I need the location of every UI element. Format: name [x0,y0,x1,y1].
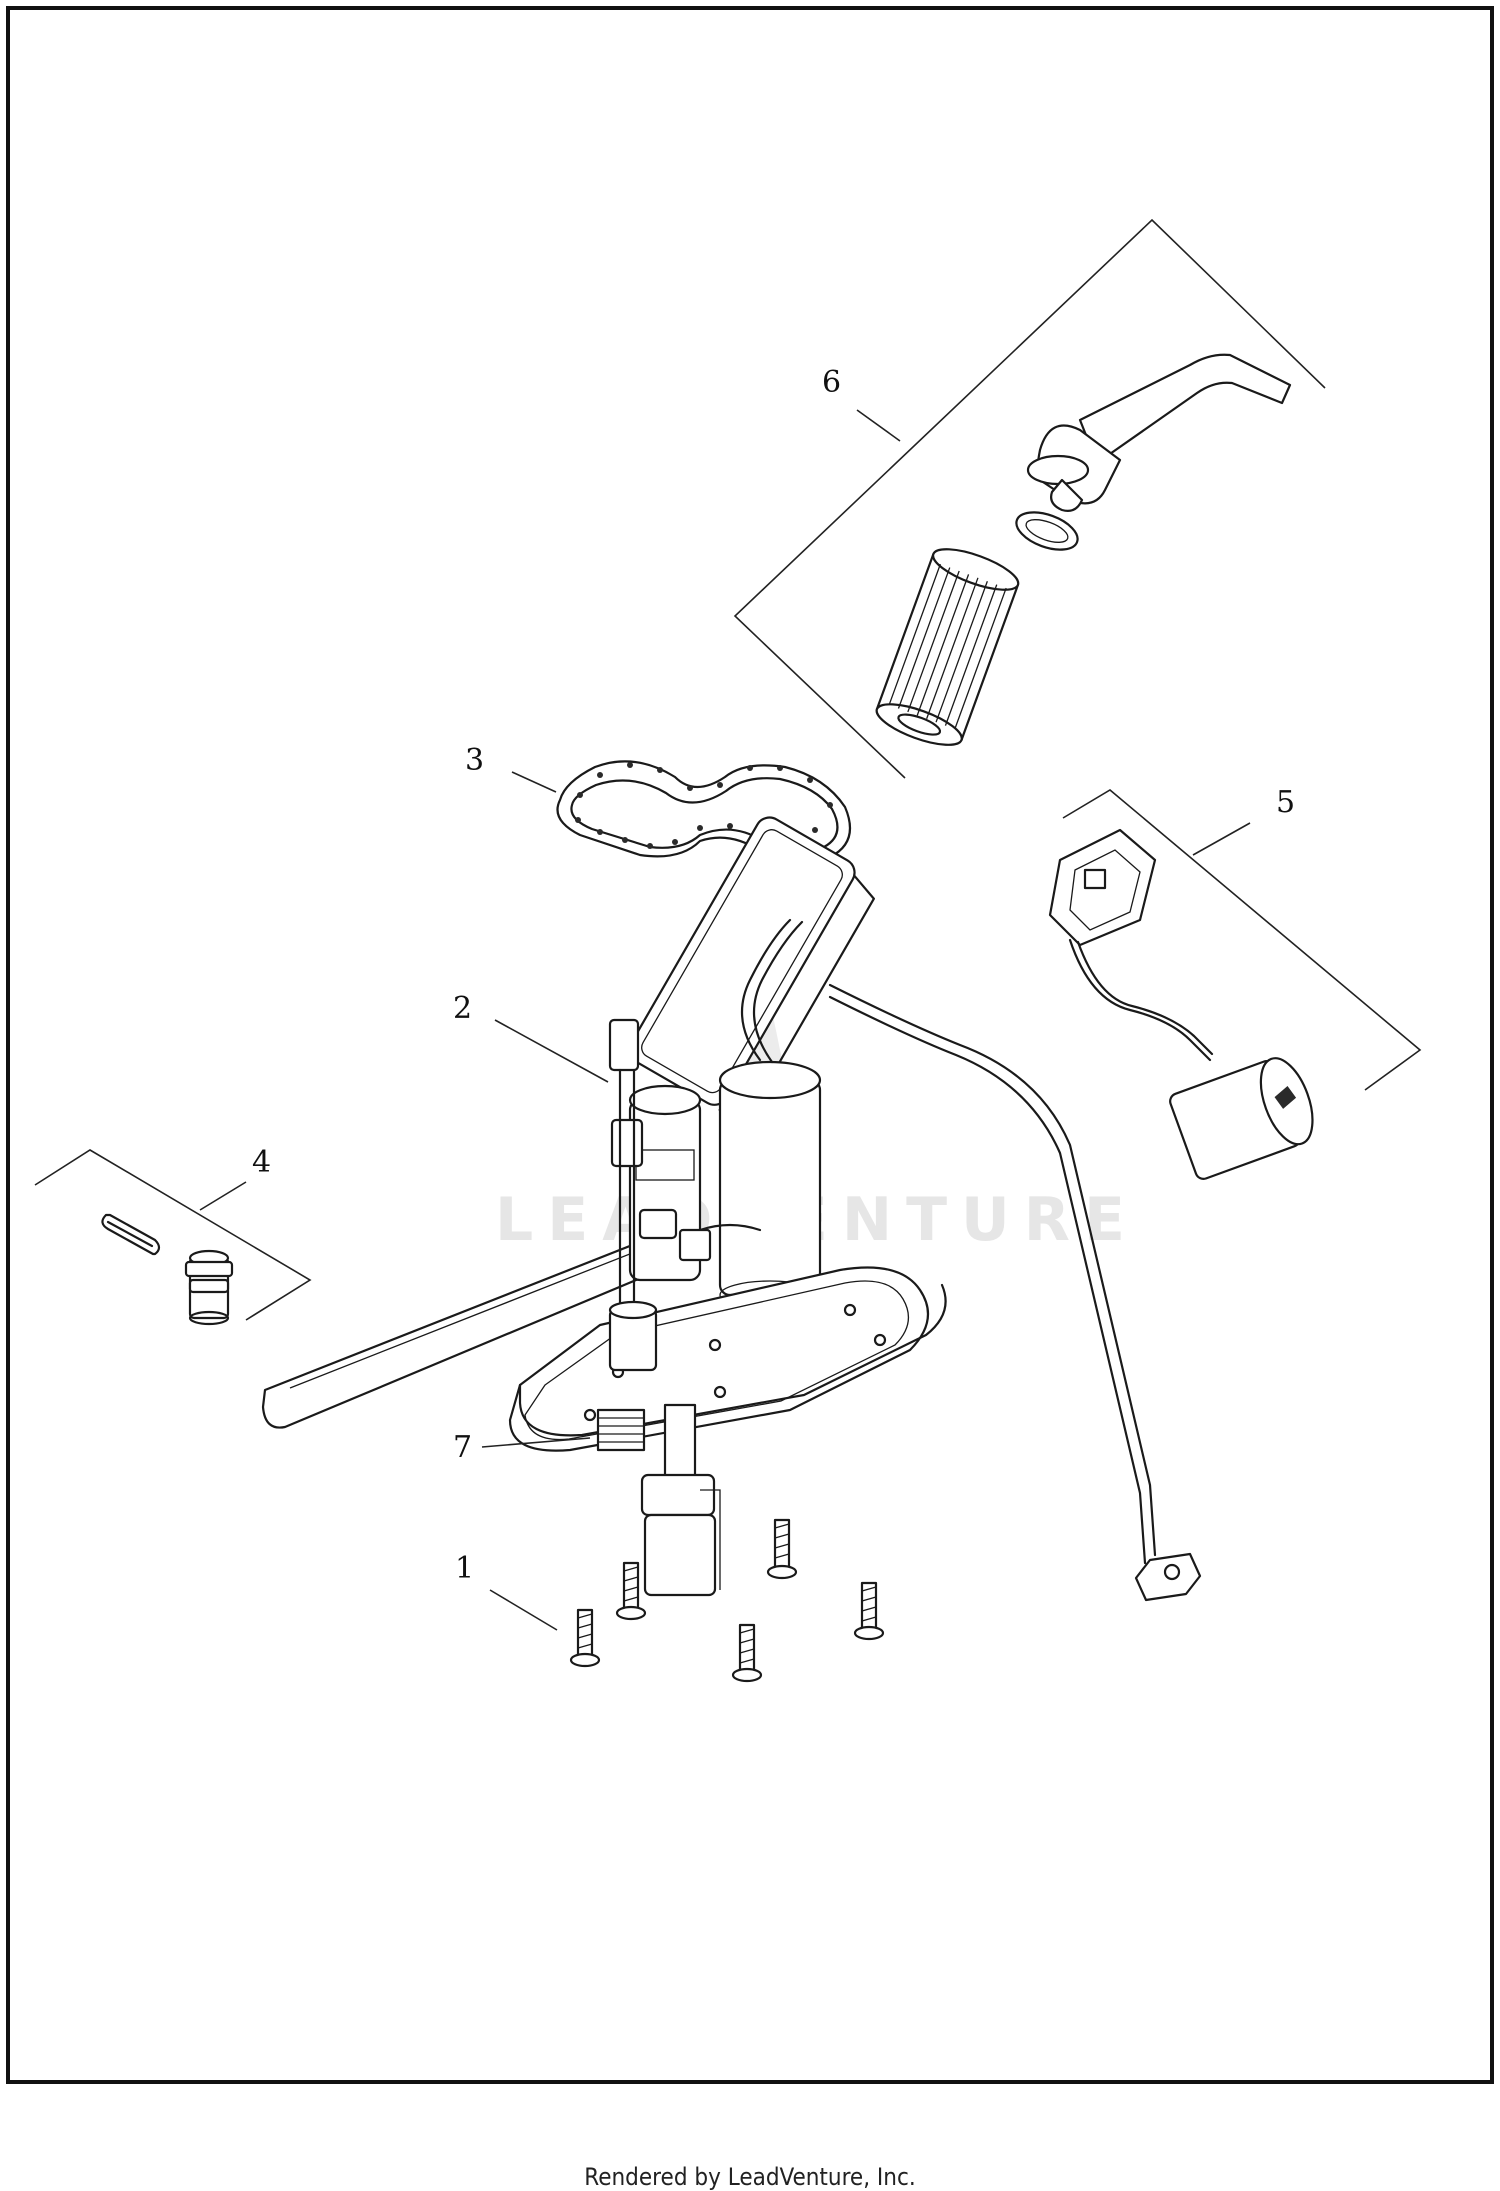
diagram-border [6,6,1494,2084]
quick-connect-fitting [184,1249,234,1326]
callout-3: 3 [465,743,484,778]
screw [853,1581,885,1641]
part-5-fuel-level-sender [1048,789,1422,1180]
part-6-filter-assembly [733,218,1326,779]
callout-2: 2 [453,991,472,1026]
part-4-fitting-and-clip [34,1149,312,1326]
screw [615,1561,647,1621]
callout-4: 4 [252,1145,271,1180]
footer-credit: Rendered by LeadVenture, Inc. [584,2163,916,2191]
part-2-fuel-pump-module [261,816,1202,1602]
callout-1: 1 [455,1551,474,1586]
screw [569,1608,601,1668]
screw [766,1518,798,1580]
callout-7: 7 [453,1430,472,1465]
callout-5: 5 [1276,785,1295,820]
part-7-threaded-port [481,1408,646,1452]
screw [731,1623,763,1683]
part-1-screws [489,1518,885,1683]
callout-6: 6 [822,365,841,400]
